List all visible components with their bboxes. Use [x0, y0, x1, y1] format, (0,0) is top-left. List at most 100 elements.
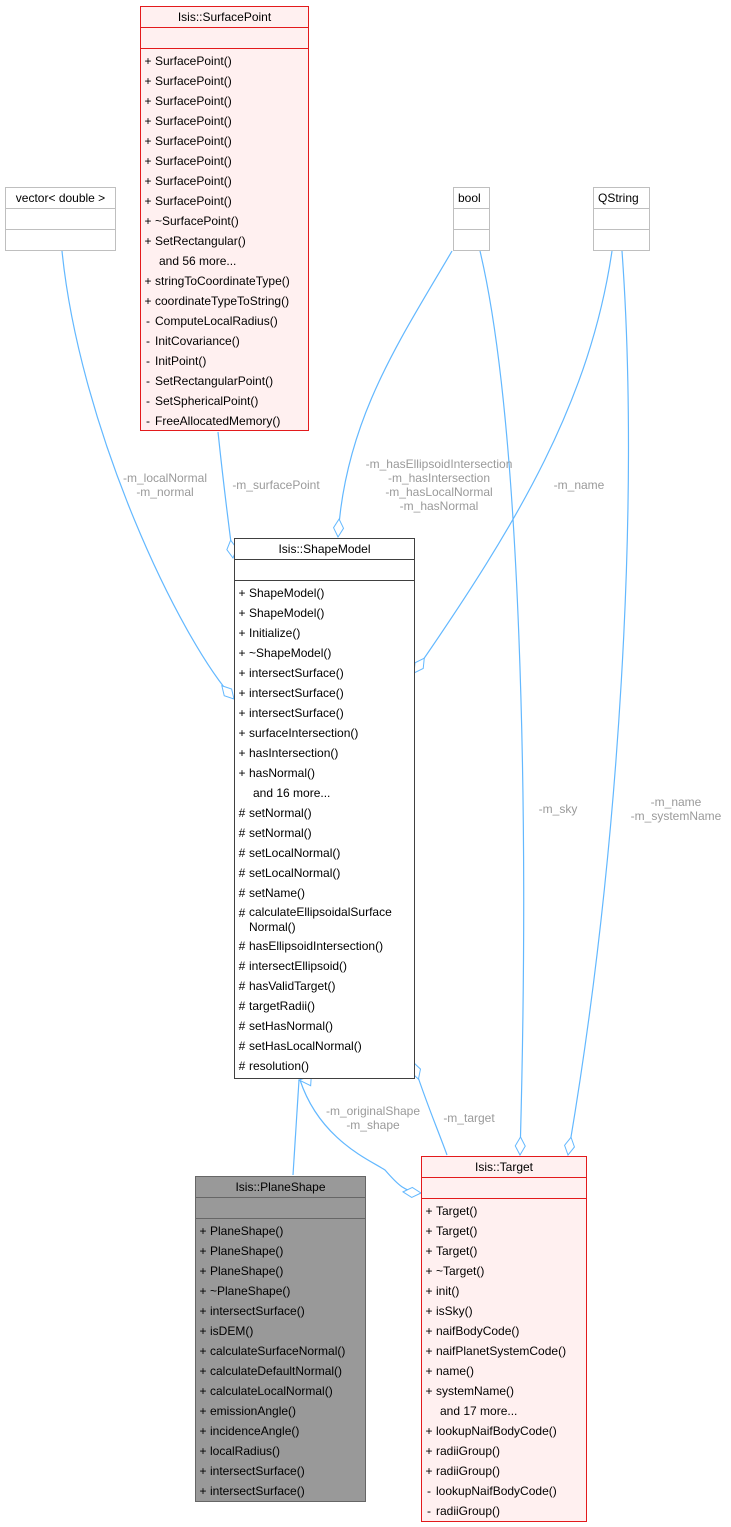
- member-item[interactable]: +intersectSurface(): [235, 683, 414, 703]
- member-item[interactable]: -SetSphericalPoint(): [141, 391, 308, 411]
- member-item[interactable]: +coordinateTypeToString(): [141, 291, 308, 311]
- member-item[interactable]: -ComputeLocalRadius(): [141, 311, 308, 331]
- member-item[interactable]: +isDEM(): [196, 1321, 365, 1341]
- member-item[interactable]: -InitPoint(): [141, 351, 308, 371]
- member-item[interactable]: +intersectSurface(): [196, 1481, 365, 1501]
- member-item[interactable]: +~PlaneShape(): [196, 1281, 365, 1301]
- member-item[interactable]: +stringToCoordinateType(): [141, 271, 308, 291]
- visibility-marker: #: [238, 1059, 246, 1073]
- member-item[interactable]: #hasValidTarget(): [235, 976, 414, 996]
- member-item[interactable]: -InitCovariance(): [141, 331, 308, 351]
- node-vector-double[interactable]: vector< double >: [5, 187, 116, 251]
- member-item[interactable]: #resolution(): [235, 1056, 414, 1076]
- node-bool[interactable]: bool: [453, 187, 490, 251]
- member-label: and 56 more...: [159, 254, 237, 268]
- visibility-marker: [422, 1401, 436, 1421]
- member-item[interactable]: -FreeAllocatedMemory(): [141, 411, 308, 431]
- member-item[interactable]: +~SurfacePoint(): [141, 211, 308, 231]
- member-item[interactable]: +calculateLocalNormal(): [196, 1381, 365, 1401]
- member-item[interactable]: +PlaneShape(): [196, 1241, 365, 1261]
- member-item[interactable]: +intersectSurface(): [235, 703, 414, 723]
- member-label: SetSphericalPoint(): [155, 394, 259, 408]
- member-item[interactable]: +isSky(): [422, 1301, 586, 1321]
- member-item[interactable]: +Target(): [422, 1221, 586, 1241]
- node-surface-point[interactable]: Isis::SurfacePoint +SurfacePoint()+Surfa…: [140, 6, 309, 431]
- visibility-marker: +: [144, 74, 152, 88]
- member-label: incidenceAngle(): [210, 1424, 300, 1438]
- member-item[interactable]: +naifBodyCode(): [422, 1321, 586, 1341]
- member-item[interactable]: #setNormal(): [235, 823, 414, 843]
- edge-label-original-shape: -m_originalShape -m_shape: [325, 1104, 421, 1132]
- member-item[interactable]: +SurfacePoint(): [141, 131, 308, 151]
- member-item[interactable]: +~Target(): [422, 1261, 586, 1281]
- member-item[interactable]: +Target(): [422, 1201, 586, 1221]
- member-item[interactable]: +SetRectangular(): [141, 231, 308, 251]
- member-item[interactable]: +radiiGroup(): [422, 1461, 586, 1481]
- member-item[interactable]: +Target(): [422, 1241, 586, 1261]
- member-item[interactable]: +SurfacePoint(): [141, 111, 308, 131]
- member-item[interactable]: #setLocalNormal(): [235, 843, 414, 863]
- member-item[interactable]: +PlaneShape(): [196, 1261, 365, 1281]
- visibility-marker: +: [144, 54, 152, 68]
- member-item[interactable]: #setHasNormal(): [235, 1016, 414, 1036]
- member-label: radiiGroup(): [436, 1464, 501, 1478]
- member-item[interactable]: +calculateSurfaceNormal(): [196, 1341, 365, 1361]
- member-item[interactable]: +SurfacePoint(): [141, 151, 308, 171]
- member-item[interactable]: #calculateEllipsoidalSurface Normal(): [235, 903, 414, 936]
- node-plane-shape[interactable]: Isis::PlaneShape +PlaneShape()+PlaneShap…: [195, 1176, 366, 1502]
- member-item[interactable]: +hasNormal(): [235, 763, 414, 783]
- member-item[interactable]: -SetRectangularPoint(): [141, 371, 308, 391]
- node-title: Isis::PlaneShape: [235, 1180, 326, 1194]
- member-item[interactable]: #setHasLocalNormal(): [235, 1036, 414, 1056]
- more-members-item[interactable]: and 56 more...: [141, 251, 308, 271]
- member-item[interactable]: +intersectSurface(): [235, 663, 414, 683]
- member-item[interactable]: +Initialize(): [235, 623, 414, 643]
- member-item[interactable]: +SurfacePoint(): [141, 71, 308, 91]
- member-item[interactable]: #setLocalNormal(): [235, 863, 414, 883]
- member-item[interactable]: -lookupNaifBodyCode(): [422, 1481, 586, 1501]
- member-label: SurfacePoint(): [155, 114, 232, 128]
- member-label: setName(): [249, 886, 306, 900]
- member-item[interactable]: #hasEllipsoidIntersection(): [235, 936, 414, 956]
- member-item[interactable]: +calculateDefaultNormal(): [196, 1361, 365, 1381]
- member-item[interactable]: #intersectEllipsoid(): [235, 956, 414, 976]
- member-label: lookupNaifBodyCode(): [436, 1484, 557, 1498]
- member-item[interactable]: #setName(): [235, 883, 414, 903]
- member-item[interactable]: #setNormal(): [235, 803, 414, 823]
- member-item[interactable]: +SurfacePoint(): [141, 91, 308, 111]
- member-item[interactable]: +naifPlanetSystemCode(): [422, 1341, 586, 1361]
- member-item[interactable]: +~ShapeModel(): [235, 643, 414, 663]
- more-members-item[interactable]: and 16 more...: [235, 783, 414, 803]
- member-item[interactable]: +init(): [422, 1281, 586, 1301]
- more-members-item[interactable]: and 17 more...: [422, 1401, 586, 1421]
- visibility-marker: +: [425, 1364, 433, 1378]
- member-item[interactable]: +SurfacePoint(): [141, 191, 308, 211]
- node-shape-model[interactable]: Isis::ShapeModel +ShapeModel()+ShapeMode…: [234, 538, 415, 1079]
- node-qstring[interactable]: QString: [593, 187, 650, 251]
- member-item[interactable]: +SurfacePoint(): [141, 51, 308, 71]
- edge-planeshape-inherits-shapemodel: [292, 1080, 299, 1176]
- node-target[interactable]: Isis::Target +Target()+Target()+Target()…: [421, 1156, 587, 1522]
- member-item[interactable]: +emissionAngle(): [196, 1401, 365, 1421]
- member-item[interactable]: +systemName(): [422, 1381, 586, 1401]
- member-item[interactable]: +ShapeModel(): [235, 603, 414, 623]
- member-item[interactable]: #targetRadii(): [235, 996, 414, 1016]
- member-item[interactable]: +localRadius(): [196, 1441, 365, 1461]
- member-item[interactable]: +surfaceIntersection(): [235, 723, 414, 743]
- visibility-marker: +: [238, 686, 246, 700]
- member-item[interactable]: +name(): [422, 1361, 586, 1381]
- member-item[interactable]: +hasIntersection(): [235, 743, 414, 763]
- visibility-marker: +: [199, 1404, 207, 1418]
- member-item[interactable]: +SurfacePoint(): [141, 171, 308, 191]
- member-item[interactable]: +lookupNaifBodyCode(): [422, 1421, 586, 1441]
- member-item[interactable]: +intersectSurface(): [196, 1461, 365, 1481]
- member-item[interactable]: +PlaneShape(): [196, 1221, 365, 1241]
- member-item[interactable]: +radiiGroup(): [422, 1441, 586, 1461]
- member-label: SetRectangular(): [155, 234, 246, 248]
- member-item[interactable]: +incidenceAngle(): [196, 1421, 365, 1441]
- member-item[interactable]: -radiiGroup(): [422, 1501, 586, 1521]
- member-label: ShapeModel(): [249, 606, 325, 620]
- member-item[interactable]: +intersectSurface(): [196, 1301, 365, 1321]
- member-item[interactable]: +ShapeModel(): [235, 583, 414, 603]
